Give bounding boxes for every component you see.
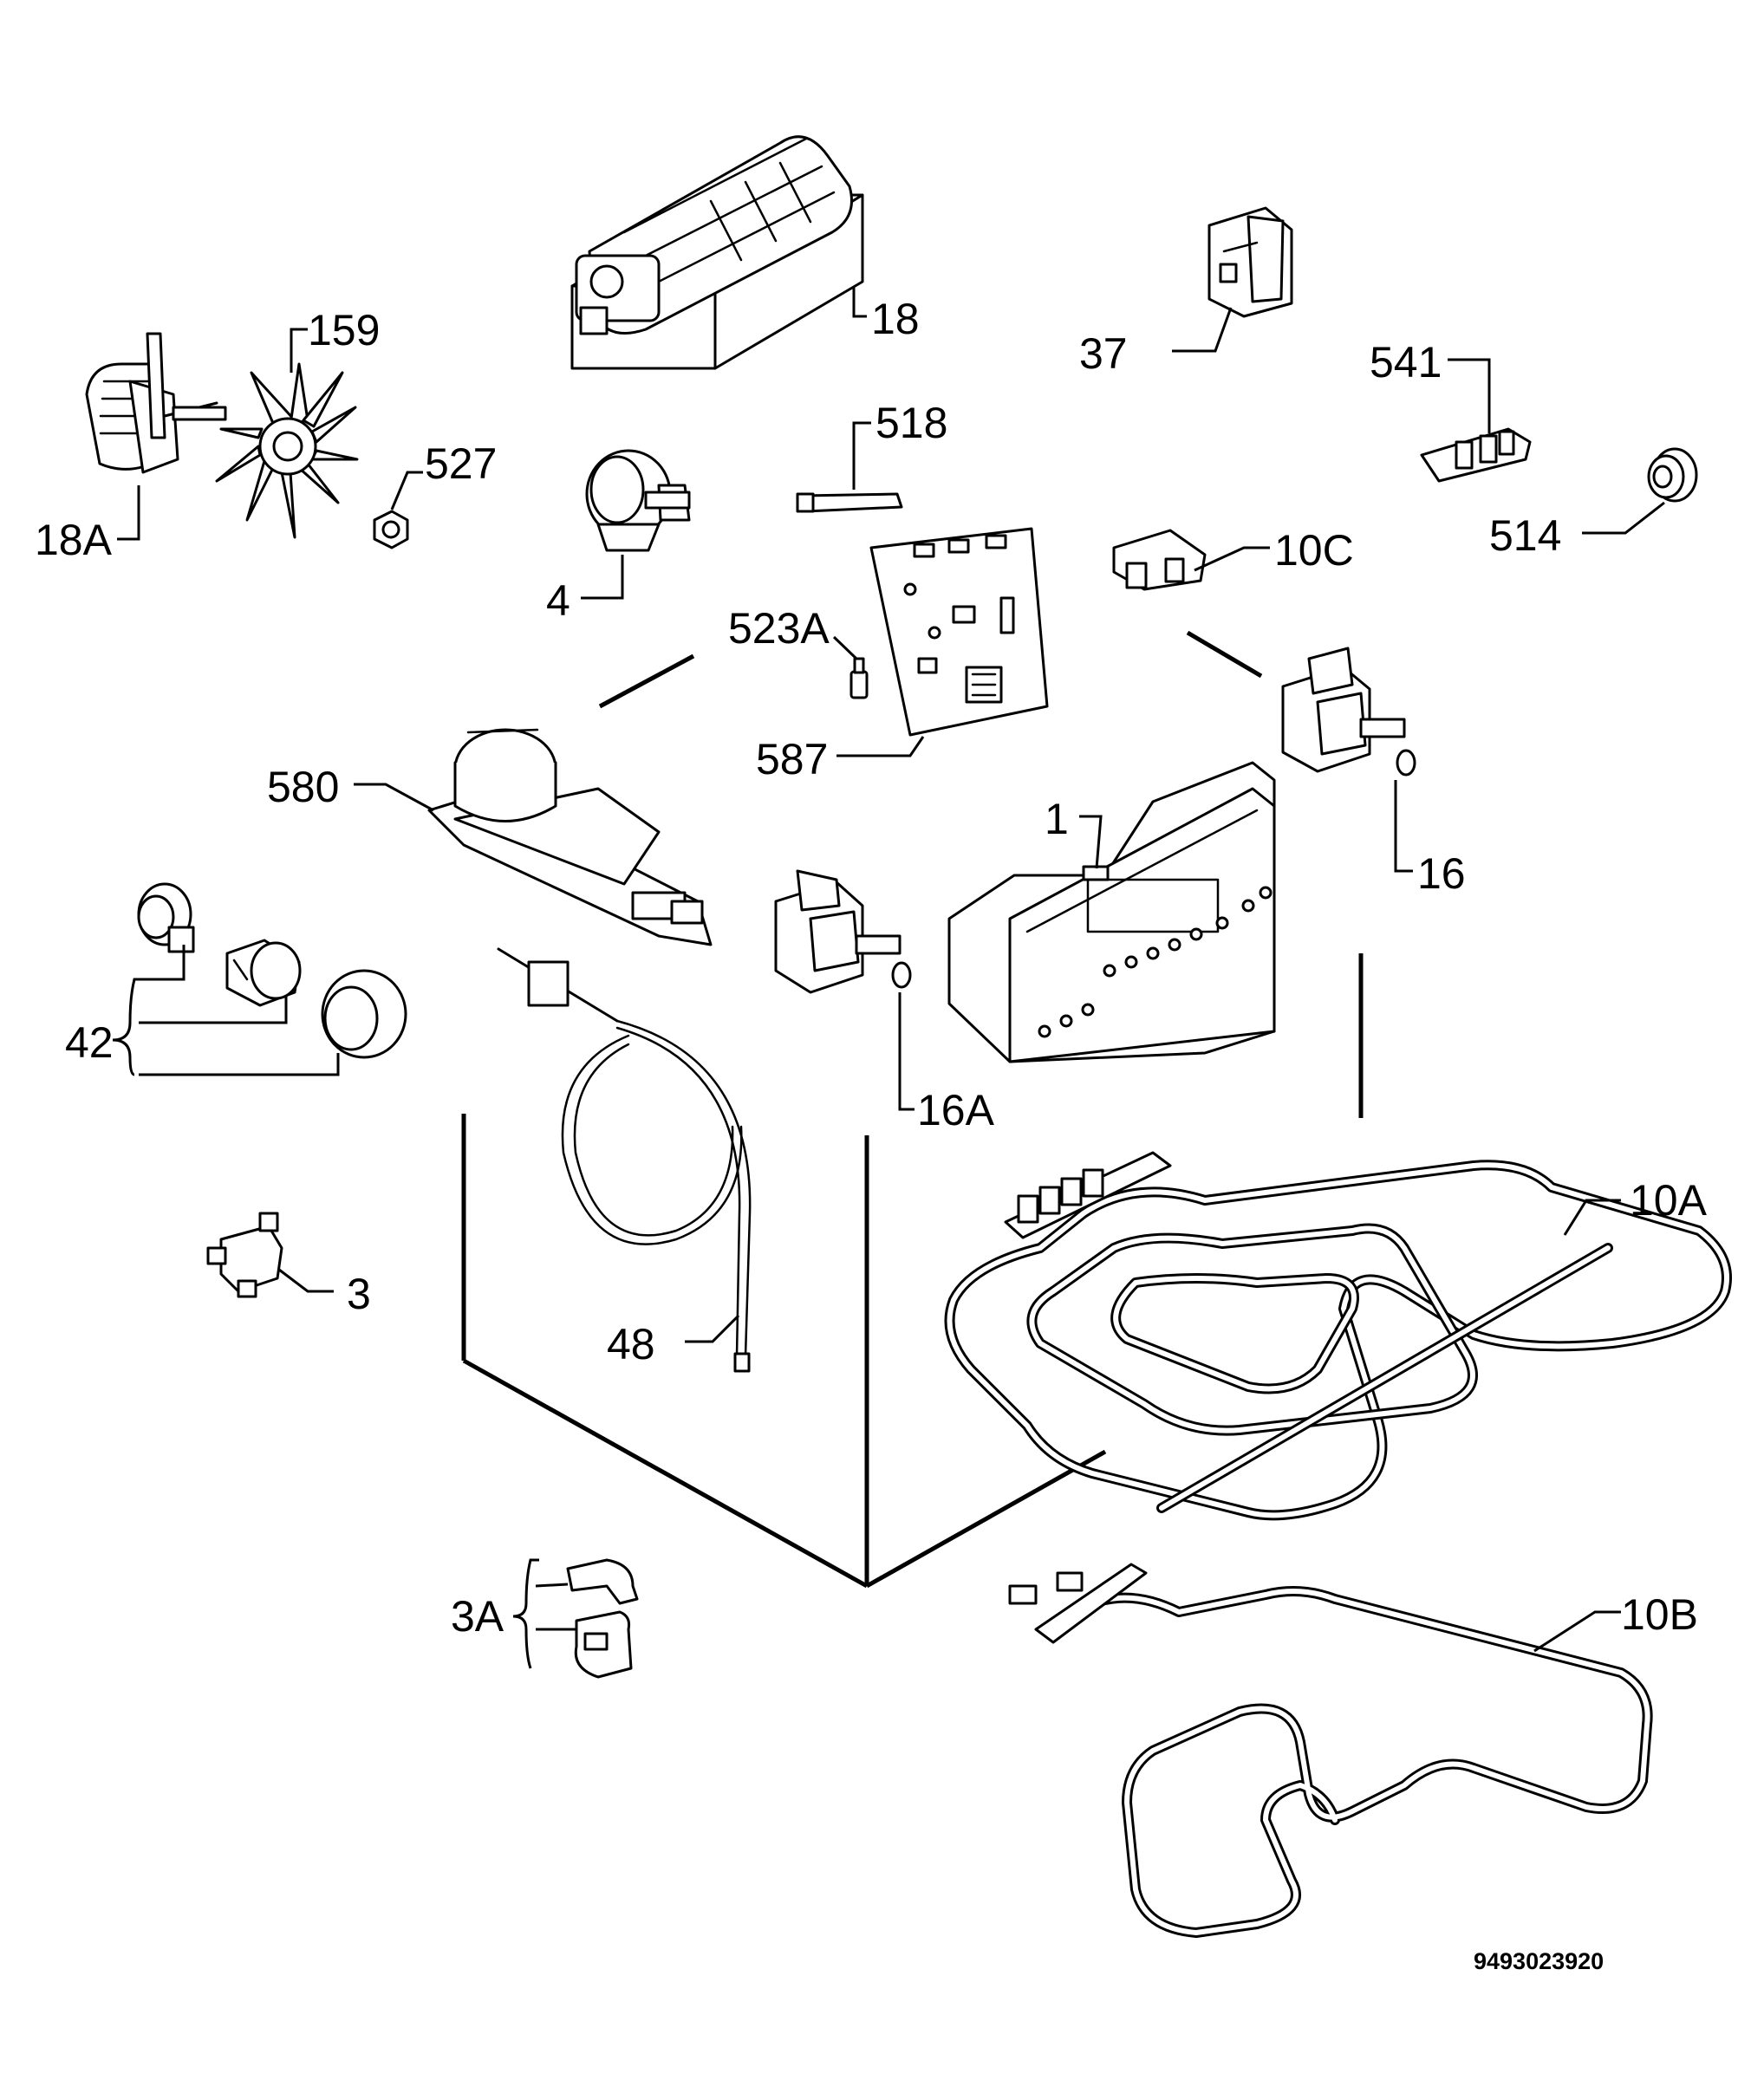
leader-514 (1582, 501, 1665, 535)
leader-3 (278, 1268, 334, 1293)
callout-518: 518 (875, 399, 947, 447)
leader-518 (852, 421, 871, 490)
callout-580: 580 (267, 763, 339, 811)
tangential-fan-part (570, 135, 864, 370)
leader-16 (1394, 780, 1413, 873)
callout-523A: 523A (728, 604, 830, 653)
leader-580 (354, 783, 434, 812)
callout-514: 514 (1489, 511, 1561, 560)
lamp-assembly-part (137, 882, 407, 1059)
callout-3A: 3A (451, 1592, 504, 1641)
electronic-board-part (869, 527, 1049, 737)
brace-3A (512, 1558, 539, 1669)
leader-18 (852, 286, 867, 318)
callout-4: 4 (546, 576, 570, 625)
leader-18A (117, 485, 140, 541)
leader-48 (685, 1314, 740, 1343)
leader-10B (1533, 1610, 1621, 1653)
connector-part (849, 657, 869, 699)
callout-10B: 10B (1621, 1590, 1698, 1639)
leader-42a (139, 945, 186, 981)
selector-switch-16A-part (774, 869, 912, 994)
bottom-heating-element-part (1008, 1563, 1653, 1938)
leader-541 (1448, 358, 1491, 433)
leader-523A (832, 635, 858, 660)
leader-4 (581, 555, 624, 600)
fan-motor-part (85, 332, 227, 474)
grill-heating-element-part (944, 1151, 1732, 1521)
callout-18A: 18A (35, 516, 113, 564)
brace-42 (112, 978, 143, 1076)
leader-527 (390, 471, 423, 510)
nut-part (373, 510, 409, 549)
fan-blade-part (215, 362, 359, 539)
callout-48: 48 (607, 1320, 655, 1368)
control-panel-part (947, 761, 1276, 1063)
callout-527: 527 (425, 439, 497, 488)
switch-part (1207, 206, 1293, 318)
leader-10C (1194, 546, 1270, 572)
callout-3: 3 (347, 1270, 371, 1318)
callout-159: 159 (308, 306, 380, 354)
leader-16A (898, 992, 915, 1111)
leader-37 (1172, 307, 1233, 353)
leader-10A (1563, 1199, 1621, 1236)
callout-10A: 10A (1630, 1176, 1708, 1225)
terminal-block-part (1420, 427, 1532, 483)
callout-10C: 10C (1274, 526, 1354, 575)
leader-159 (290, 328, 308, 373)
thermostat-part (206, 1212, 283, 1298)
callout-1: 1 (1045, 795, 1069, 843)
callout-37: 37 (1079, 329, 1128, 378)
callout-16A: 16A (917, 1086, 995, 1134)
leader-3Aa (535, 1583, 569, 1588)
temperature-sensor-part (796, 492, 903, 513)
leader-42c (139, 1053, 340, 1076)
callout-16: 16 (1417, 849, 1466, 898)
callout-18: 18 (871, 295, 920, 343)
thermostat-clips-part (566, 1558, 639, 1679)
callout-42: 42 (65, 1018, 114, 1067)
sensor-wire-part (497, 947, 752, 1373)
motor-part (585, 449, 691, 552)
drawing-number: 9493023920 (1474, 1948, 1604, 1974)
motor-assembly-part (427, 728, 713, 946)
leader-1 (1079, 815, 1103, 869)
bracket-part (1112, 529, 1207, 591)
callout-541: 541 (1370, 338, 1442, 387)
leader-587 (836, 736, 925, 757)
leader-42b (139, 997, 288, 1024)
bushing-part (1647, 447, 1698, 503)
selector-switch-part (1281, 647, 1416, 777)
callout-587: 587 (756, 735, 828, 783)
oven-cavity-outline (461, 630, 1364, 1589)
